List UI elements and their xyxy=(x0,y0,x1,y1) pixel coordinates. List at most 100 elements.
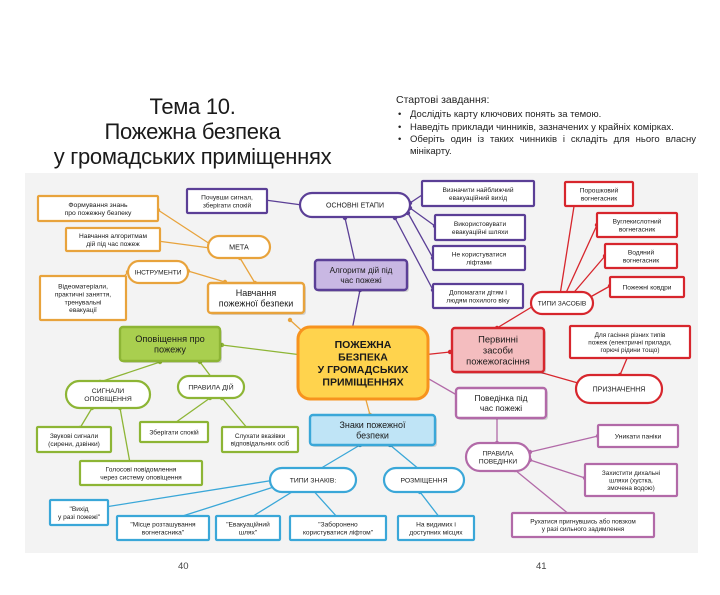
algorithm-item-text: зберігати спокій xyxy=(203,201,252,209)
behavior-item-text: змочена водою) xyxy=(607,485,654,492)
algorithm-item-frame xyxy=(420,179,536,208)
training-tool-item-text: Відеоматеріали, xyxy=(58,283,108,291)
connector-line xyxy=(119,407,131,464)
training-goal-frame xyxy=(206,234,272,260)
training-goal-item-frame xyxy=(64,226,162,253)
algorithm-stages: ОСНОВНІ ЕТАПИ xyxy=(298,191,412,219)
training-tool-item-text: практичні заняття, xyxy=(55,290,111,298)
means-purpose-item-text: горючі рідини тощо) xyxy=(601,346,660,354)
center-node-text: ПОЖЕЖНА xyxy=(335,339,392,351)
connector-line xyxy=(187,270,226,283)
connector-line xyxy=(389,444,421,471)
behavior-item-frame xyxy=(583,462,679,498)
topic-signs-text: Знаки пожежної xyxy=(339,420,406,430)
page-title: Тема 10. Пожежна безпека у громадських п… xyxy=(20,94,365,169)
algorithm-stages-frame xyxy=(298,191,412,219)
means-type-item-frame xyxy=(603,242,679,270)
notification-signal-item: Звукові сигнали(сирени, дзвінки) xyxy=(35,425,113,454)
training-tools-frame xyxy=(126,259,190,285)
notification-signal-item-text: Звукові сигнали xyxy=(50,432,99,440)
connector-line xyxy=(221,397,249,430)
training-goal-item-text: Навчання алгоритмам xyxy=(79,233,147,240)
connector-line xyxy=(99,361,161,383)
connector-line xyxy=(169,484,281,521)
topic-means-frame xyxy=(450,326,546,374)
training-tools: ІНСТРУМЕНТИ xyxy=(126,259,190,285)
algorithm-item-text: Використовувати xyxy=(454,221,507,228)
behavior-rules-text: ПРАВИЛА xyxy=(483,450,515,457)
connector-line xyxy=(529,459,586,479)
connector-dot xyxy=(287,317,293,323)
notification-signal-item-frame xyxy=(35,425,113,454)
topic-training-text: пожежної безпеки xyxy=(219,299,294,309)
means-purpose-item-text: пожеж (електричні прилади, xyxy=(588,338,672,346)
signs-type-item-frame xyxy=(288,514,388,542)
connector-line xyxy=(569,255,606,298)
algorithm-item-text: ліфтами xyxy=(466,258,492,266)
topic-notification-frame xyxy=(118,325,222,363)
topic-behavior-text: час пожежі xyxy=(480,403,522,413)
means-type-item-text: вогнегасник xyxy=(581,195,617,202)
title-line-3: у громадських приміщеннях xyxy=(53,144,332,169)
means-purpose-frame xyxy=(574,373,664,405)
means-purpose-item-text: Для гасіння різних типів xyxy=(595,331,666,339)
signs-types-frame xyxy=(268,466,358,494)
algorithm-item-text: Визначити найближчий xyxy=(442,186,513,194)
means-purpose-item-frame xyxy=(568,324,692,360)
signs-type-item-text: "Вихід xyxy=(69,505,88,513)
link-center-notification xyxy=(221,344,303,356)
topic-signs-text: безпеки xyxy=(356,431,389,441)
title-line-1: Тема 10. xyxy=(149,94,236,119)
topic-training-text: Навчання xyxy=(236,288,277,298)
means-types-frame xyxy=(529,290,595,316)
topic-means-text: Первинні xyxy=(478,333,518,344)
signs-type-item-text: "Заборонено xyxy=(318,520,358,528)
connector-line xyxy=(407,212,434,259)
topic-notification-text: пожежу xyxy=(154,345,186,355)
algorithm-item-text: Допомагати дітям і xyxy=(449,288,507,296)
training-goal-item-text: Формування знань xyxy=(68,202,128,209)
notification-rule-item-frame xyxy=(138,420,210,444)
algorithm-item-frame xyxy=(431,282,525,310)
topic-algorithm-frame xyxy=(313,258,409,292)
behavior-item: Уникати паніки xyxy=(596,423,680,449)
notification-rule-item-text: Слухати вказівки xyxy=(235,432,286,440)
behavior-item-text: шляхи (хустка, xyxy=(609,477,653,484)
means-type-item-text: Порошковий xyxy=(580,186,619,194)
algorithm-item-text: Почувши сигнал, xyxy=(201,194,253,201)
signs-type-item-frame xyxy=(214,514,282,542)
notification-signal-item-text: (сирени, дзвінки) xyxy=(48,440,100,448)
topic-behavior-frame xyxy=(454,386,548,420)
training-tool-item-text: тренувальні xyxy=(65,298,102,306)
connector-line xyxy=(264,199,303,206)
starter-tasks: Стартові завдання: Дослідіть карту ключо… xyxy=(396,94,696,158)
topic-behavior-text: Поведінка під xyxy=(475,393,528,403)
behavior-item-text: Рухатися пригнувшись або повзком xyxy=(530,518,636,526)
signs-placement: РОЗМІЩЕННЯ xyxy=(382,466,466,494)
notification-rules-text: ПРАВИЛА ДІЙ xyxy=(188,382,233,391)
training-tool-item-text: евакуації xyxy=(69,306,97,314)
topic-notification-text: Оповіщення про xyxy=(135,334,205,344)
connector-line xyxy=(496,304,536,329)
connector-line xyxy=(529,435,599,453)
connector-line xyxy=(171,397,211,426)
signs-type-item-frame xyxy=(115,514,211,542)
notification-rule-item: Зберігати спокій xyxy=(138,420,210,444)
